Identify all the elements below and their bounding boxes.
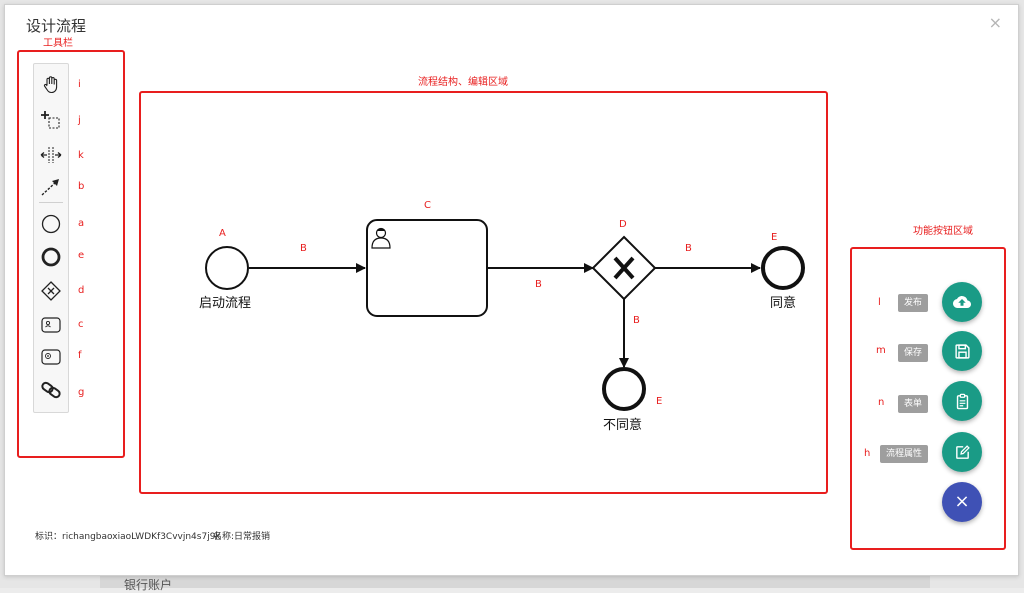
function-area-annotation: 功能按钮区域	[913, 226, 973, 237]
action-letter-save: m	[876, 345, 886, 356]
end-event-disagree-label: 不同意	[603, 418, 643, 433]
properties-label[interactable]: 流程属性	[880, 445, 929, 463]
user-task[interactable]	[366, 219, 488, 317]
annotation-letter-end-agree: E	[771, 232, 778, 243]
tool-letter-space: k	[78, 150, 84, 161]
tool-letter-gateway: d	[78, 285, 85, 296]
gateway-icon	[41, 281, 61, 301]
form-button[interactable]	[942, 381, 982, 421]
start-event[interactable]	[205, 246, 249, 290]
save-label[interactable]: 保存	[898, 344, 929, 362]
end-event-agree[interactable]	[761, 246, 805, 290]
lasso-icon	[41, 111, 60, 129]
tool-letter-start-event: a	[78, 218, 85, 229]
publish-label[interactable]: 发布	[898, 294, 929, 312]
annotation-letter-flow-start: B	[300, 243, 307, 254]
connect-tool[interactable]	[34, 172, 68, 202]
user-task-icon	[41, 317, 61, 333]
space-tool[interactable]	[34, 140, 68, 170]
tool-letter-lasso: j	[78, 115, 81, 126]
space-icon	[40, 147, 62, 163]
end-event-disagree[interactable]	[602, 367, 646, 411]
action-letter-form: n	[878, 397, 885, 408]
edit-icon	[955, 444, 970, 459]
annotation-letter-flow-task: B	[535, 279, 542, 290]
process-id-label: 标识：	[35, 532, 63, 542]
annotation-letter-flow-gateway-right: B	[685, 243, 692, 254]
hand-icon	[43, 76, 58, 94]
form-label[interactable]: 表单	[898, 395, 929, 413]
save-button[interactable]	[942, 331, 982, 371]
tool-letter-link: g	[78, 387, 85, 398]
cloud-upload-icon	[953, 296, 971, 308]
gateway-tool[interactable]	[34, 276, 68, 306]
toolbar-annotation: 工具栏	[43, 38, 73, 49]
service-task-tool[interactable]	[34, 342, 68, 372]
start-event-icon	[41, 214, 61, 234]
palette-divider	[39, 202, 63, 203]
user-task-tool[interactable]	[34, 310, 68, 340]
annotation-letter-start: A	[219, 228, 226, 239]
canvas-area-annotation: 流程结构、编辑区域	[418, 77, 508, 88]
process-name-info: 名称:日常报销	[213, 529, 270, 542]
function-area-highlight-box	[850, 247, 1006, 550]
tool-letter-service-task: f	[78, 350, 82, 361]
dialog-title: 设计流程	[26, 17, 87, 35]
end-event-tool[interactable]	[34, 242, 68, 272]
save-icon	[954, 343, 970, 359]
lasso-tool[interactable]	[34, 105, 68, 135]
clipboard-icon	[956, 393, 968, 409]
start-event-label: 启动流程	[199, 296, 252, 311]
end-event-icon	[41, 247, 61, 267]
close-icon: ×	[954, 491, 970, 512]
annotation-letter-gateway: D	[619, 219, 627, 230]
action-letter-properties: h	[864, 448, 871, 459]
gateway-x-icon	[613, 256, 635, 280]
process-id-info: 标识：richangbaoxiaoLWDKf3Cvvjn4s7j9k	[35, 529, 221, 542]
user-icon	[371, 227, 391, 249]
tool-letter-user-task: c	[78, 319, 84, 330]
end-event-agree-label: 同意	[770, 296, 797, 311]
canvas-highlight-box	[139, 91, 828, 494]
tool-letter-hand: i	[78, 79, 81, 90]
toolbar-highlight-box	[17, 50, 125, 458]
process-id-value: richangbaoxiaoLWDKf3Cvvjn4s7j9k	[62, 532, 221, 542]
connect-arrow-icon	[41, 179, 59, 196]
annotation-letter-end-disagree: E	[656, 396, 663, 407]
link-tool[interactable]	[34, 375, 68, 405]
close-fab-button[interactable]: ×	[942, 482, 982, 522]
process-name-label: 名称:	[213, 532, 235, 542]
tool-palette	[33, 63, 69, 413]
tool-letter-connect: b	[78, 181, 85, 192]
hand-tool[interactable]	[34, 70, 68, 100]
annotation-letter-task: C	[424, 200, 431, 211]
link-icon	[41, 381, 61, 399]
properties-button[interactable]	[942, 432, 982, 472]
publish-button[interactable]	[942, 282, 982, 322]
start-event-tool[interactable]	[34, 209, 68, 239]
service-task-icon	[41, 349, 61, 365]
close-icon[interactable]: ×	[988, 13, 1002, 32]
annotation-letter-flow-gateway-down: B	[633, 315, 640, 326]
action-letter-publish: l	[878, 297, 881, 308]
tool-letter-end-event: e	[78, 250, 85, 261]
design-process-dialog: 设计流程 ×	[4, 4, 1019, 576]
process-name-value: 日常报销	[234, 532, 271, 542]
